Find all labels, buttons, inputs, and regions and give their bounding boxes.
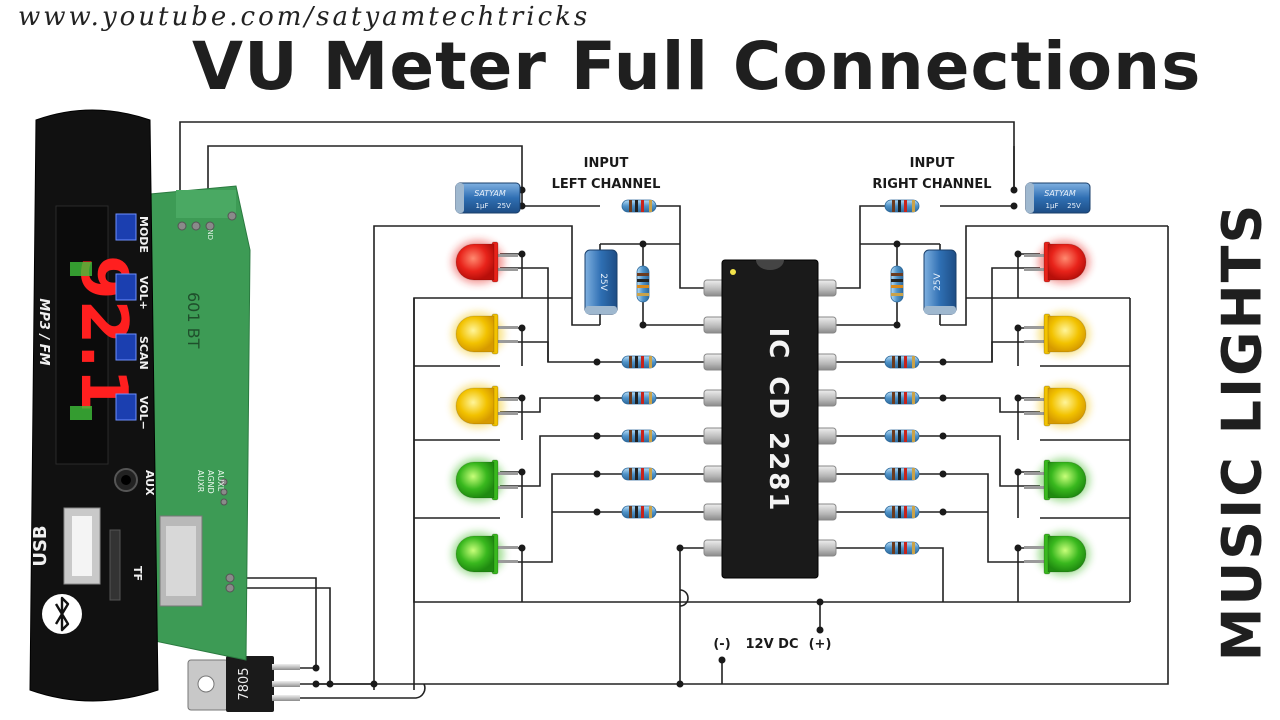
svg-text:601 BT: 601 BT xyxy=(184,292,203,349)
usb-label: USB xyxy=(30,525,51,566)
led-array xyxy=(452,240,1090,576)
aux-label: AUX xyxy=(143,470,156,496)
resistor-input-left xyxy=(621,199,657,213)
resistor-led-left-1 xyxy=(621,355,657,369)
led-right-2 xyxy=(1024,312,1090,356)
tf-label: TF xyxy=(131,566,144,581)
input-capacitor-right: SATYAM 1μF 25V xyxy=(1025,182,1091,214)
page-title: VU Meter Full Connections xyxy=(192,28,1202,105)
junction-dots xyxy=(312,186,1022,688)
filter-capacitor-left: 25V xyxy=(584,249,618,315)
vol-down-button: VOL− xyxy=(137,396,150,430)
resistor-bias-right xyxy=(890,265,904,303)
resistor-input-right xyxy=(884,199,920,213)
mp3-bluetooth-module: GND 601 BT AUXR AGND AUXL MP3 / FM 92.1 … xyxy=(29,109,251,702)
mode-button: MODE xyxy=(137,216,150,253)
ic-label: ICCD 2281 xyxy=(763,328,793,513)
resistor-led-right-3 xyxy=(884,429,920,443)
voltage-regulator: 7805 xyxy=(187,656,300,712)
led-left-3 xyxy=(452,384,518,428)
filter-capacitor-right: 25V xyxy=(923,249,957,315)
wiring xyxy=(179,121,1169,699)
bluetooth-icon xyxy=(42,594,82,634)
led-left-4 xyxy=(452,458,518,502)
svg-text:1μF: 1μF xyxy=(476,202,489,210)
led-left-1 xyxy=(452,240,518,284)
svg-text:AGND: AGND xyxy=(206,470,215,494)
resistor-led-right-6 xyxy=(884,541,920,555)
label-supply: 12V DC xyxy=(745,637,798,652)
svg-text:25V: 25V xyxy=(598,273,608,291)
svg-text:25V: 25V xyxy=(933,272,943,290)
svg-text:GND: GND xyxy=(206,224,214,240)
led-right-3 xyxy=(1024,384,1090,428)
label-input-right: INPUT xyxy=(910,156,955,171)
label-positive: (+) xyxy=(809,637,832,652)
svg-text:25V: 25V xyxy=(497,202,511,210)
label-left-channel: LEFT CHANNEL xyxy=(552,177,661,192)
resistor-led-right-2 xyxy=(884,391,920,405)
channel-url: www.youtube.com/satyamtechtricks xyxy=(18,2,591,32)
resistor-led-left-2 xyxy=(621,391,657,405)
ic-cd2281: ICCD 2281 xyxy=(703,259,837,579)
resistor-led-left-3 xyxy=(621,429,657,443)
led-right-5 xyxy=(1024,532,1090,576)
led-left-2 xyxy=(452,312,518,356)
svg-text:AUXL: AUXL xyxy=(216,470,225,492)
resistor-led-left-4 xyxy=(621,467,657,481)
led-right-4 xyxy=(1024,458,1090,502)
svg-text:1μF: 1μF xyxy=(1046,202,1059,210)
resistor-led-right-5 xyxy=(884,505,920,519)
svg-text:SATYAM: SATYAM xyxy=(474,189,506,198)
resistor-led-right-4 xyxy=(884,467,920,481)
svg-text:SATYAM: SATYAM xyxy=(1044,189,1076,198)
input-capacitor-left: SATYAM 1μF 25V xyxy=(455,182,521,214)
resistor-bias-left xyxy=(636,265,650,303)
mp3-brand: MP3 / FM xyxy=(36,298,51,365)
regulator-label: 7805 xyxy=(237,667,252,700)
resistor-led-right-1 xyxy=(884,355,920,369)
resistor-led-left-5 xyxy=(621,505,657,519)
label-input-left: INPUT xyxy=(584,156,629,171)
scan-button: SCAN xyxy=(137,336,150,370)
led-right-1 xyxy=(1024,240,1090,284)
label-negative: (-) xyxy=(713,637,730,652)
vol-up-button: VOL+ xyxy=(137,276,150,310)
svg-text:25V: 25V xyxy=(1067,202,1081,210)
label-right-channel: RIGHT CHANNEL xyxy=(872,177,991,192)
led-left-5 xyxy=(452,532,518,576)
svg-text:AUXR: AUXR xyxy=(196,470,205,493)
